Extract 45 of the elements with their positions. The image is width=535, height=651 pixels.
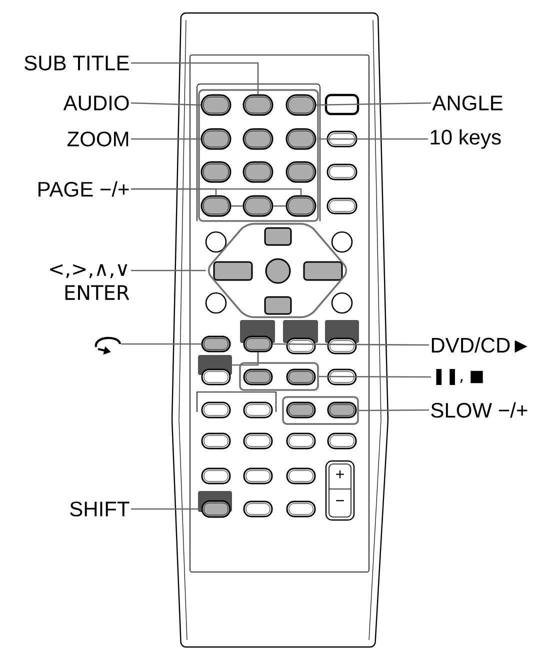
button: [242, 94, 274, 116]
callout-label: PAGE −/+: [38, 181, 129, 197]
cursor-pad-frame: [208, 222, 348, 318]
button: [242, 195, 274, 217]
callout-label: <,>,∧,∨ ENTER: [50, 264, 130, 300]
button-frame: [282, 396, 359, 425]
callout-label: DVD/CD►: [432, 337, 528, 353]
leader-line: [131, 188, 302, 196]
leader-line: [273, 205, 286, 207]
leader-line: [131, 508, 202, 510]
leader-line: [131, 138, 201, 140]
button: [200, 128, 232, 150]
leader-line: [231, 205, 243, 207]
button: [286, 128, 316, 150]
button: [201, 500, 231, 518]
leader-line: [358, 409, 429, 412]
button: [242, 161, 274, 183]
button: [200, 161, 232, 183]
button-sign: +: [336, 470, 344, 478]
button: [201, 336, 231, 352]
leader-line: [121, 343, 202, 345]
callout-label: SLOW −/+: [431, 402, 528, 418]
button: [243, 336, 273, 352]
callout-label: ZOOM: [67, 132, 128, 146]
callout-label: SUB TITLE: [24, 56, 129, 70]
button: [200, 195, 232, 217]
button: [286, 94, 316, 116]
leader-line: [257, 352, 259, 362]
callout-label: SHIFT: [70, 502, 130, 516]
button: [242, 128, 274, 150]
leader-line: [130, 102, 201, 106]
leader-line: [272, 343, 429, 346]
callout-label: ANGLE: [432, 96, 502, 110]
leader-line: [316, 102, 431, 106]
callout-label: ❚❚, ■: [436, 369, 483, 385]
callout-label: AUDIO: [63, 96, 129, 110]
button-frame: [239, 362, 319, 391]
button: [200, 94, 232, 116]
leader-line: [131, 62, 259, 94]
leader-line: [318, 138, 428, 140]
button: [286, 161, 316, 183]
callout-label: 10 keys: [430, 129, 501, 149]
button-sign: −: [336, 500, 344, 502]
button: [286, 195, 316, 217]
leader-line: [131, 270, 206, 272]
